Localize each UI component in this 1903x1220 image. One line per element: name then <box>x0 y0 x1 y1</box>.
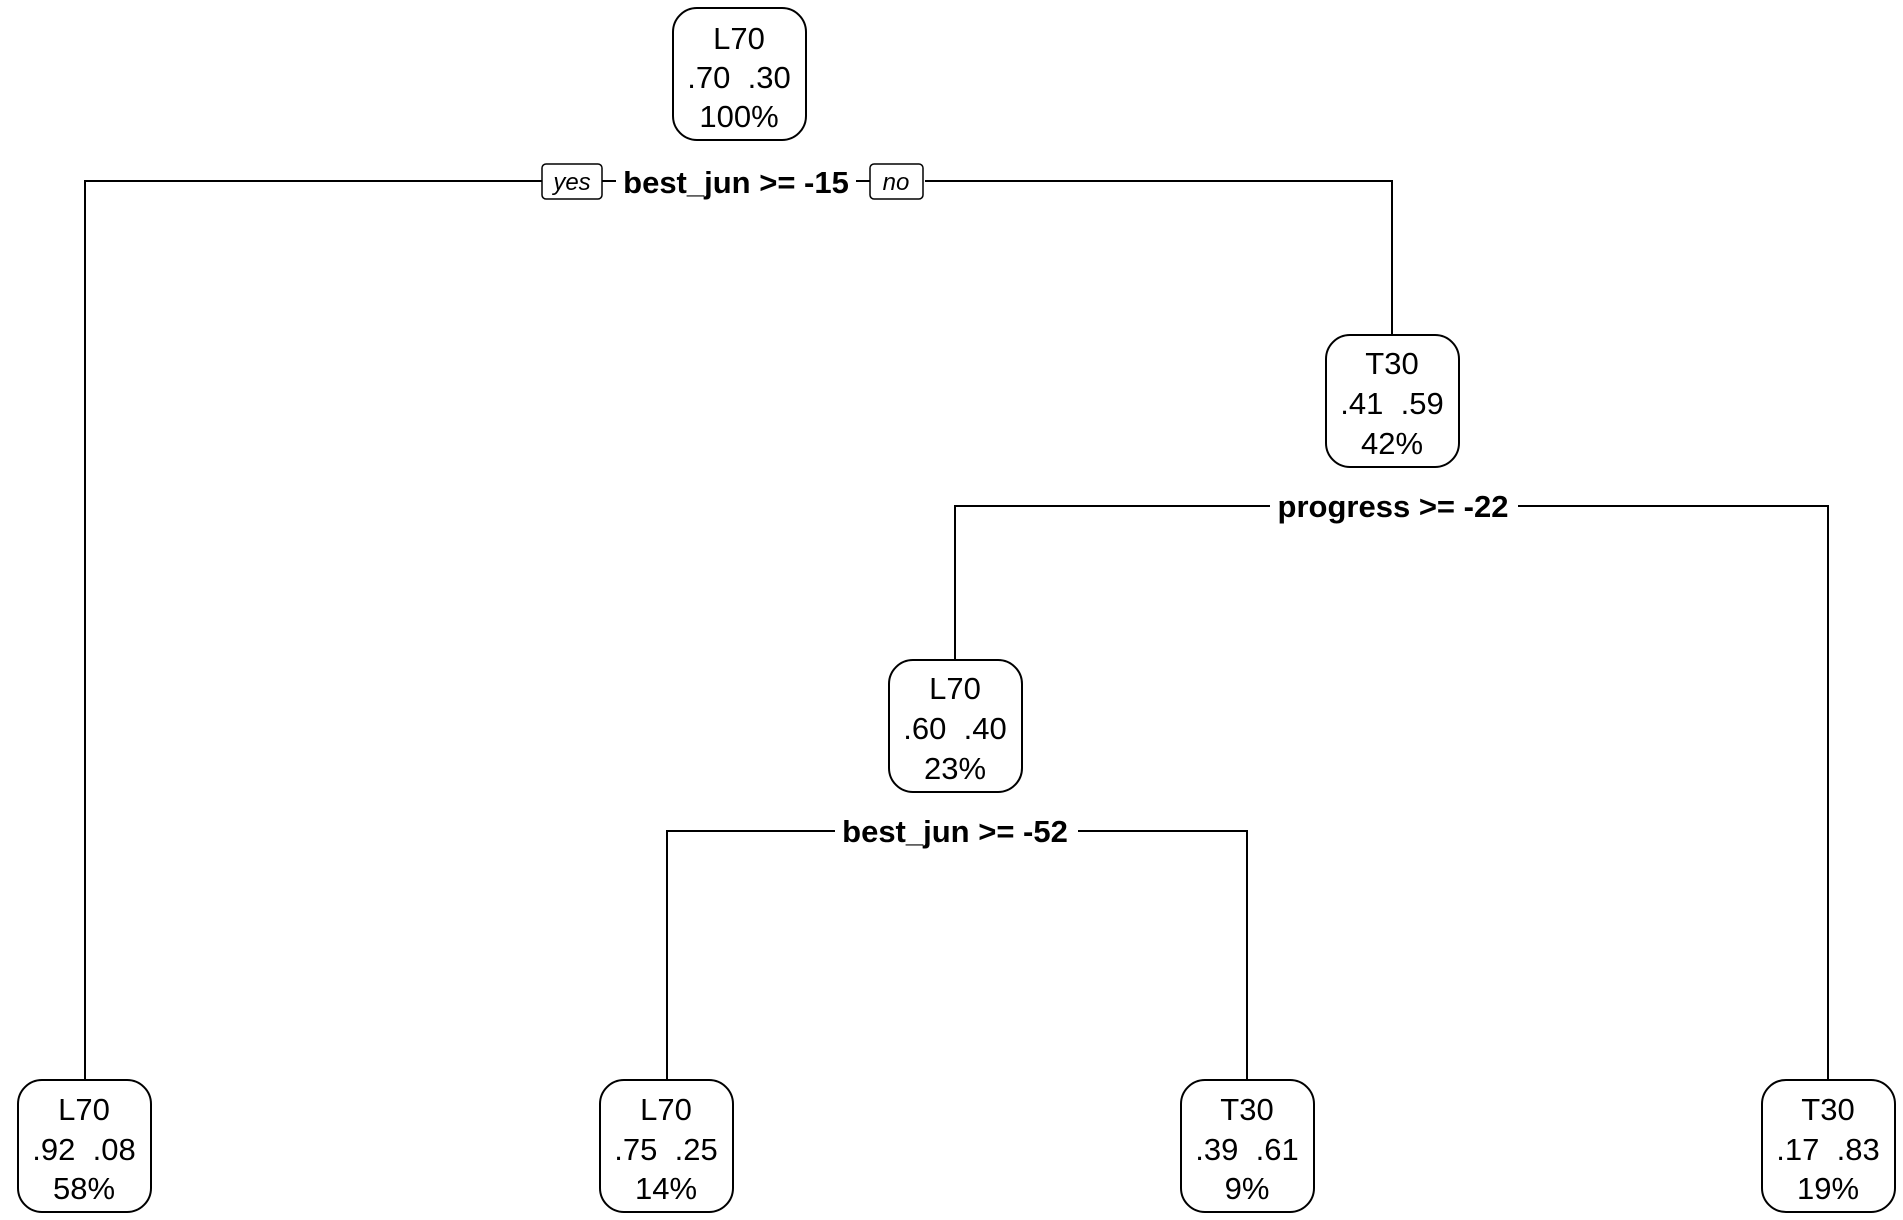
node-box <box>17 1079 152 1213</box>
node-class-label: T30 <box>1220 1092 1273 1127</box>
node-box <box>1180 1079 1315 1213</box>
node-probabilities: .39 .61 <box>1195 1132 1298 1167</box>
node-box <box>599 1079 734 1213</box>
node-percentage: 9% <box>1225 1171 1270 1206</box>
node-box <box>888 659 1023 793</box>
split-labels: yes best_jun >= -15 no progress >= -22 b… <box>541 163 1515 849</box>
node-percentage: 23% <box>924 751 986 786</box>
tree-leaf-4: T30 .17 .83 19% <box>1761 1079 1896 1213</box>
node-percentage: 14% <box>635 1171 697 1206</box>
edge-root-right <box>925 180 1393 335</box>
node-probabilities: .41 .59 <box>1340 386 1443 421</box>
yes-label: yes <box>551 169 590 196</box>
node-percentage: 58% <box>53 1171 115 1206</box>
node-percentage: 42% <box>1361 426 1423 461</box>
tree-leaf-2: L70 .75 .25 14% <box>599 1079 734 1213</box>
node-probabilities: .70 .30 <box>687 60 790 95</box>
no-label: no <box>883 169 910 196</box>
node-class-label: L70 <box>58 1092 110 1127</box>
tree-leaf-1: L70 .92 .08 58% <box>17 1079 152 1213</box>
edge-n2-left <box>954 505 1270 660</box>
tree-leaf-3: T30 .39 .61 9% <box>1180 1079 1315 1213</box>
node-probabilities: .17 .83 <box>1776 1132 1879 1167</box>
tree-node-n2: T30 .41 .59 42% <box>1325 334 1460 468</box>
split-label-2-background <box>1271 489 1515 524</box>
node-probabilities: .75 .25 <box>614 1132 717 1167</box>
node-box <box>672 7 807 141</box>
node-class-label: T30 <box>1365 346 1418 381</box>
split-label-2: progress >= -22 <box>1278 489 1509 524</box>
split-label-3-background <box>836 814 1074 849</box>
node-box <box>1761 1079 1896 1213</box>
split-label-3: best_jun >= -52 <box>842 814 1068 849</box>
node-class-label: L70 <box>640 1092 692 1127</box>
node-class-label: L70 <box>929 671 981 706</box>
node-probabilities: .92 .08 <box>32 1132 135 1167</box>
node-percentage: 19% <box>1797 1171 1859 1206</box>
node-percentage: 100% <box>699 99 778 134</box>
edge-n2-right <box>1518 505 1829 1080</box>
edge-root-left <box>84 180 545 1080</box>
node-class-label: T30 <box>1801 1092 1854 1127</box>
split-label-1-background <box>617 165 855 200</box>
tree-edges <box>84 180 1829 1080</box>
node-class-label: L70 <box>713 21 765 56</box>
no-label-box <box>869 163 924 200</box>
node-box <box>1325 334 1460 468</box>
edge-n3-left <box>666 830 835 1080</box>
split-label-1: best_jun >= -15 <box>623 165 849 200</box>
tree-node-n3: L70 .60 .40 23% <box>888 659 1023 793</box>
tree-node-root: L70 .70 .30 100% <box>672 7 807 141</box>
node-probabilities: .60 .40 <box>903 711 1006 746</box>
edge-n3-right <box>1078 830 1248 1080</box>
